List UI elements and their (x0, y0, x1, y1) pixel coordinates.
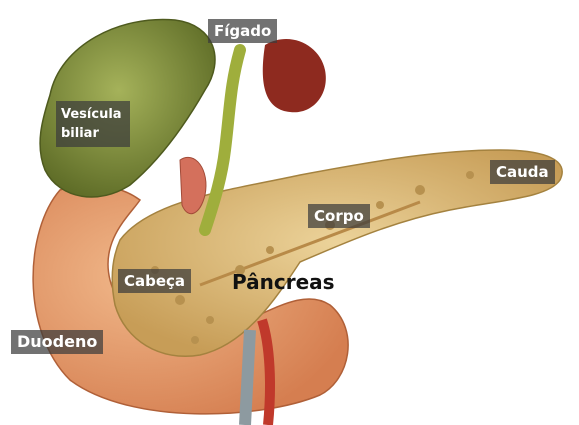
label-duodeno: Duodeno (11, 330, 103, 354)
label-corpo: Corpo (308, 204, 370, 228)
label-figado: Fígado (208, 19, 277, 43)
label-cauda: Cauda (490, 160, 555, 184)
label-pancreas: Pâncreas (232, 270, 335, 294)
label-cabeca: Cabeça (118, 269, 191, 293)
label-vesicula-biliar: Vesícula biliar (56, 101, 130, 147)
vein-shape (245, 330, 250, 425)
liver-shape (263, 39, 326, 112)
